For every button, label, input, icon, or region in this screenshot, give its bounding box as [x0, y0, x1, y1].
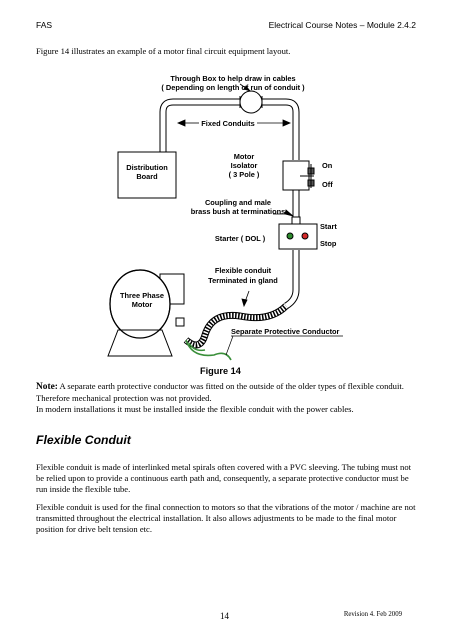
note-paragraph: Note: A separate earth protective conduc…	[36, 381, 416, 404]
distribution-label-2: Board	[136, 172, 158, 181]
note-label: Note:	[36, 382, 58, 392]
motor-gland	[175, 317, 185, 327]
flexible-label-1: Flexible conduit	[215, 266, 272, 275]
off-label: Off	[322, 180, 333, 189]
conduit-box-to-isolator	[262, 98, 300, 160]
header-left: FAS	[36, 20, 53, 30]
flexible-conduit	[183, 303, 289, 349]
stop-label: Stop	[320, 239, 337, 248]
distribution-board	[117, 151, 177, 199]
motor-circuit-diagram: Through Box to help draw in cables ( Dep…	[107, 74, 343, 361]
separate-conductor-label: Separate Protective Conductor	[231, 327, 340, 336]
through-box-label-1: Through Box to help draw in cables	[170, 74, 295, 83]
intro-text: Figure 14 illustrates an example of a mo…	[36, 46, 291, 56]
flexible-label-2: Terminated in gland	[208, 276, 278, 285]
coupling-label-1: Coupling and male	[205, 198, 271, 207]
motor-label-1: Three Phase	[120, 291, 164, 300]
revision-text: Revision 4. Feb 2009	[343, 611, 402, 618]
fixed-conduits-label: Fixed Conduits	[201, 119, 254, 128]
section-heading: Flexible Conduit	[36, 433, 131, 447]
isolator-label-1: Motor	[234, 152, 255, 161]
through-box-label-2: ( Depending on length of run of conduit …	[161, 83, 305, 92]
page-number: 14	[220, 611, 229, 621]
motor-label-2: Motor	[132, 300, 153, 309]
isolator-label-3: ( 3 Pole )	[229, 170, 260, 179]
paragraph-2: Flexible conduit is used for the final c…	[36, 502, 416, 535]
through-box	[239, 90, 263, 114]
stop-button	[301, 232, 309, 240]
figure-caption: Figure 14	[200, 366, 241, 376]
conduit-db-to-box	[159, 98, 240, 152]
motor-foot	[107, 329, 173, 357]
conduit-starter-down	[284, 250, 300, 310]
start-button	[286, 232, 294, 240]
isolator-label-2: Isolator	[231, 161, 258, 170]
distribution-label-1: Distribution	[126, 163, 168, 172]
dol-starter	[278, 223, 318, 250]
note-text: A separate earth protective conductor wa…	[36, 381, 404, 404]
on-label: On	[322, 161, 333, 170]
protective-conductor	[185, 339, 232, 361]
paragraph-1: Flexible conduit is made of interlinked …	[36, 462, 412, 495]
header-right: Electrical Course Notes – Module 2.4.2	[268, 20, 416, 30]
starter-label: Starter ( DOL )	[215, 234, 266, 243]
note-line2: In modern installations it must be insta…	[36, 404, 354, 414]
start-label: Start	[320, 222, 337, 231]
coupling-label-2: brass bush at terminations	[191, 207, 285, 216]
